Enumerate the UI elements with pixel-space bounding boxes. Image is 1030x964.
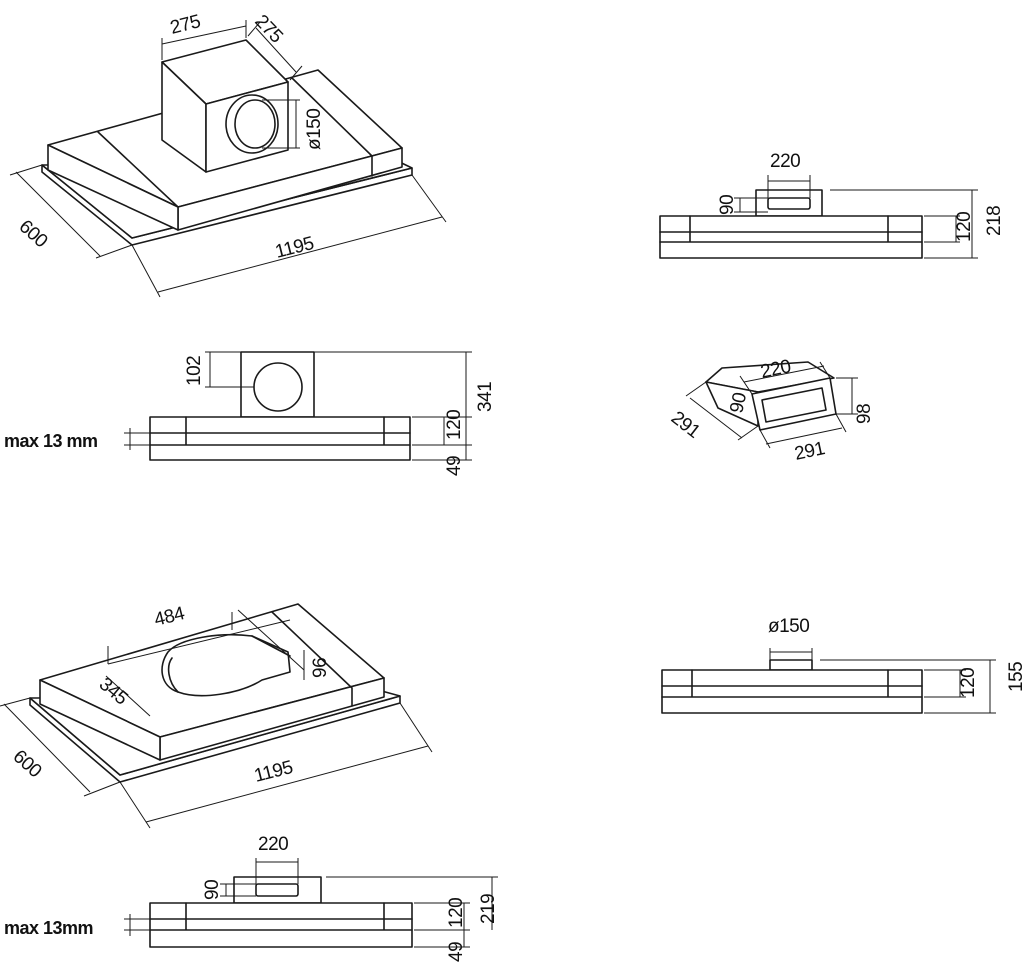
dim-duct-height: 90 xyxy=(202,880,223,900)
dim-line xyxy=(105,609,305,717)
dim-line xyxy=(9,164,133,259)
drawing-a-side-view: 102 341 120 49 max 13 mm xyxy=(4,351,496,476)
max-gap-label: max 13mm xyxy=(4,918,93,938)
dim-line xyxy=(124,428,150,450)
plenum-edge xyxy=(167,635,291,693)
dim-hood-depth: 600 xyxy=(15,216,51,252)
dim-duct-height: 90 xyxy=(717,195,738,215)
duct-outlet-icon xyxy=(767,197,811,210)
hood-side-body xyxy=(149,902,413,948)
drawing-d-side-view: ø150 120 155 xyxy=(661,616,1027,714)
dim-line xyxy=(220,883,256,897)
hood-side-body xyxy=(659,215,923,259)
dim-body-height: 120 xyxy=(444,410,465,440)
dim-line xyxy=(107,612,233,664)
dim-line xyxy=(734,197,768,213)
hood-panel-line xyxy=(291,77,373,177)
dim-line xyxy=(685,381,759,441)
dim-hood-length: 1195 xyxy=(252,757,295,787)
round-outlet-collar xyxy=(769,659,813,671)
dim-overall-height: 155 xyxy=(1006,662,1027,692)
hood-side-body xyxy=(149,416,411,461)
dim-line xyxy=(820,659,996,714)
dim-duct-width: 220 xyxy=(770,151,800,172)
hood-body-left xyxy=(39,679,161,761)
dim-line xyxy=(767,175,811,198)
hood-side-lines xyxy=(149,416,411,446)
plenum-shape xyxy=(161,633,291,697)
dim-line xyxy=(205,351,254,388)
dim-line xyxy=(314,351,472,461)
drawing-c-isometric-duct: 220 90 291 291 98 xyxy=(667,356,875,465)
dim-line xyxy=(255,858,299,884)
outlet-side-icon xyxy=(253,362,303,412)
duct-box xyxy=(233,876,322,904)
hood-side-lines xyxy=(661,669,923,698)
dim-line xyxy=(769,648,813,660)
dim-line xyxy=(262,99,300,149)
dim-lower-height: 49 xyxy=(444,456,465,476)
dim-box-depth: 275 xyxy=(250,11,286,47)
duct-outlet-icon xyxy=(255,883,299,897)
drawing-f-side-view: 220 90 120 49 219 max 13mm xyxy=(4,834,499,962)
dim-body-height: 120 xyxy=(954,212,975,242)
dim-body-height: 120 xyxy=(446,898,467,928)
dim-line xyxy=(161,20,247,60)
dim-overall-height: 341 xyxy=(475,382,496,412)
drawing-a-isometric: 275 275 ø150 600 1195 xyxy=(9,11,447,298)
outlet-icon xyxy=(234,99,276,149)
dim-overall-height: 218 xyxy=(984,206,1005,236)
dim-outlet-diameter: ø150 xyxy=(304,109,325,150)
drawing-b-side-view: 220 90 120 218 xyxy=(659,151,1005,259)
dim-hood-length: 1195 xyxy=(273,233,316,263)
hood-side-lines xyxy=(659,215,923,243)
dim-lower-height: 49 xyxy=(446,942,467,962)
hood-body-left xyxy=(47,144,179,231)
dim-outlet-diameter: ø150 xyxy=(768,616,809,637)
dim-overall-height: 219 xyxy=(478,894,499,924)
dim-line xyxy=(0,697,121,797)
hood-panel-line xyxy=(271,611,353,707)
drawing-e-isometric: 484 345 96 600 1195 xyxy=(0,603,433,829)
dim-duct-width: 220 xyxy=(258,834,288,855)
dim-outlet-center-height: 102 xyxy=(184,356,205,386)
dim-line xyxy=(759,413,847,449)
dim-box-width: 275 xyxy=(168,11,202,39)
dim-front-width: 291 xyxy=(793,438,827,465)
dim-line xyxy=(124,914,150,936)
dim-plenum-height: 96 xyxy=(310,658,331,678)
dim-line xyxy=(739,361,831,395)
dim-line xyxy=(326,876,498,948)
hood-side-lines xyxy=(149,902,413,931)
dim-line xyxy=(119,702,433,829)
hood-panel-line xyxy=(97,131,179,208)
dim-plenum-length: 484 xyxy=(152,603,187,631)
dim-line xyxy=(131,174,447,298)
dim-line xyxy=(830,189,978,259)
dim-line xyxy=(247,21,303,81)
dim-body-height: 120 xyxy=(958,668,979,698)
dim-hood-depth: 600 xyxy=(9,746,45,782)
dim-front-height: 98 xyxy=(854,404,875,424)
dim-duct-height: 90 xyxy=(726,391,751,415)
duct-outlet-icon xyxy=(761,387,827,423)
dim-line xyxy=(836,377,858,415)
hood-side-body xyxy=(661,669,923,714)
dim-side-depth: 291 xyxy=(667,407,704,442)
max-gap-label: max 13 mm xyxy=(4,431,98,451)
